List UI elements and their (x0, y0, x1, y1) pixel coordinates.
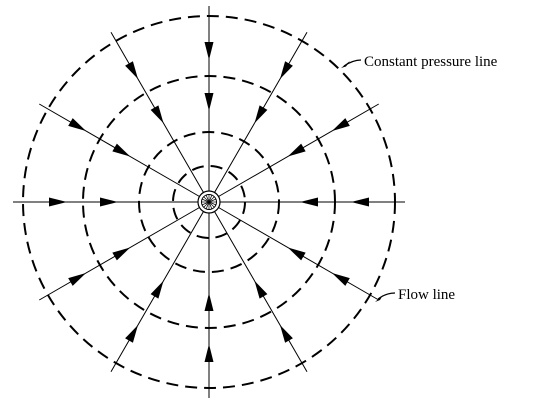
constant-pressure-label: Constant pressure line (364, 54, 498, 70)
flow-arrow-7-2 (49, 197, 67, 207)
flow-arrow-4-2 (204, 344, 214, 362)
flow-arrow-2-1 (287, 247, 306, 261)
flow-arrows (49, 42, 369, 362)
flow-arrow-12-1 (287, 143, 306, 157)
flow-arrow-11-1 (254, 105, 268, 124)
wellbore-spoke-8 (201, 198, 217, 206)
flow-line-label: Flow line (398, 287, 455, 303)
flow-arrow-8-2 (68, 118, 87, 131)
flow-arrow-12-2 (331, 118, 350, 131)
flow-arrow-6-1 (112, 247, 131, 261)
flow-arrow-3-2 (280, 324, 293, 343)
flow-arrow-10-2 (204, 42, 214, 60)
flow-arrow-9-1 (150, 105, 164, 124)
flow-arrow-1-1 (300, 197, 318, 207)
flow-arrow-2-2 (331, 273, 350, 286)
flow-line-leader-arrowhead (375, 295, 383, 302)
flow-arrow-5-2 (125, 324, 138, 343)
flow-arrow-1-2 (351, 197, 369, 207)
flow-line-annotation: Flow line (375, 287, 455, 303)
flow-arrow-3-1 (254, 280, 268, 299)
flow-arrow-11-2 (280, 61, 293, 80)
flow-arrow-6-2 (68, 273, 87, 286)
flow-arrow-5-1 (150, 280, 164, 299)
wellbore-spokes (201, 194, 217, 210)
flow-arrow-10-1 (204, 93, 214, 111)
flow-arrow-7-1 (100, 197, 118, 207)
flow-arrow-4-1 (204, 293, 214, 311)
constant-pressure-leader-arrowhead (341, 61, 350, 68)
constant-pressure-annotation: Constant pressure line (341, 54, 498, 70)
flow-arrow-8-1 (112, 143, 131, 157)
flow-arrow-9-2 (125, 61, 138, 80)
flow-line-leader-arrow (377, 292, 396, 300)
